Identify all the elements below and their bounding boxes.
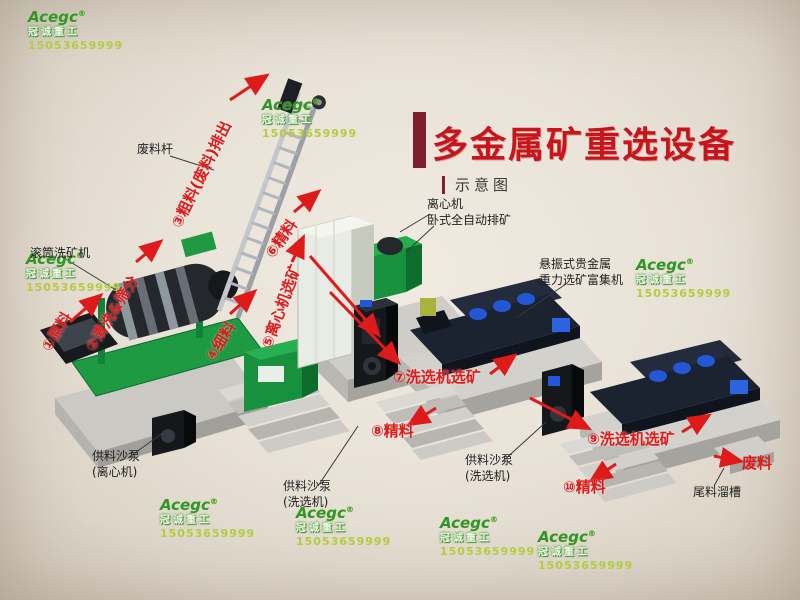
drum-washer-machine	[40, 231, 263, 397]
brand-company: 冠诚重工	[160, 514, 212, 526]
ladder-conveyor	[216, 78, 326, 319]
subtitle-text: 示意图	[455, 176, 513, 194]
brand-phone: 15053659999	[538, 559, 634, 573]
brand-company: 冠诚重工	[636, 274, 688, 286]
brand-phone: 15053659999	[440, 545, 536, 559]
label-drum-washer: 滚筒洗矿机	[30, 246, 91, 260]
brand-company: 冠诚重工	[296, 522, 348, 534]
brand-logo: Acegc®	[440, 514, 498, 532]
subtitle-divider	[442, 175, 445, 194]
watermark-bottom-left: Acegc® 冠诚重工 15053659999	[160, 496, 255, 541]
feed-pump-centrifuge	[152, 410, 196, 456]
watermark-top-left: Acegc® 冠诚重工 15053659999	[28, 8, 123, 53]
brand-company: 冠诚重工	[262, 114, 314, 126]
watermark-bottom-right: Acegc® 冠诚重工 15053659999	[538, 528, 633, 573]
title-accent-bar	[413, 112, 426, 168]
subtitle: 示意图	[442, 174, 512, 195]
label-waste-output: 废料	[742, 454, 773, 472]
brand-company: 冠诚重工	[28, 26, 80, 38]
label-waste-rod: 废料杆	[137, 142, 174, 156]
shaker-table-2	[590, 340, 760, 436]
leader-lines	[63, 155, 725, 487]
brand-company: 冠诚重工	[440, 532, 492, 544]
flow-step-9: ⑨洗选机选矿	[587, 430, 675, 448]
brand-phone: 15053659999	[28, 39, 124, 53]
brand-logo: Acegc®	[26, 250, 84, 268]
brand-logo: Acegc®	[296, 504, 354, 522]
brand-logo: Acegc®	[538, 528, 596, 546]
watermark-bottom-center-1: Acegc® 冠诚重工 15053659999	[296, 504, 391, 549]
watermark-left-middle: Acegc® 冠诚重工 15053659999	[26, 250, 121, 295]
flow-step-10: ⑩精料	[563, 478, 606, 496]
brand-logo: Acegc®	[28, 8, 86, 26]
brand-phone: 15053659999	[296, 535, 392, 549]
label-pump-washer-b: 供料沙泵 (洗选机)	[465, 453, 514, 484]
brand-phone: 15053659999	[160, 527, 256, 541]
brand-phone: 15053659999	[262, 127, 358, 141]
brand-logo: Acegc®	[636, 256, 694, 274]
label-pump-centrifuge: 供料沙泵 (离心机)	[92, 449, 141, 480]
watermark-bottom-center-2: Acegc® 冠诚重工 15053659999	[440, 514, 535, 559]
watermark-top-center: Acegc® 冠诚重工 15053659999	[262, 96, 357, 141]
feed-pump-washer-b	[542, 364, 584, 436]
label-centrifuge: 离心机 卧式全自动排矿	[427, 197, 512, 228]
brand-company: 冠诚重工	[538, 546, 590, 558]
shaker-table-1	[410, 278, 580, 376]
brand-phone: 15053659999	[636, 287, 732, 301]
watermark-right-middle: Acegc® 冠诚重工 15053659999	[636, 256, 731, 301]
flow-step-8: ⑧精料	[371, 422, 414, 440]
brand-phone: 15053659999	[26, 281, 122, 295]
label-tailings-chute: 尾料溜槽	[693, 485, 742, 499]
brand-company: 冠诚重工	[26, 268, 78, 280]
centrifuge-machine	[244, 215, 422, 412]
brand-logo: Acegc®	[262, 96, 320, 114]
label-pump-washer-a: 供料沙泵 (洗选机)	[283, 479, 332, 510]
flow-arrows	[69, 73, 745, 483]
flow-step-7: ⑦洗选机选矿	[393, 368, 481, 386]
brand-logo: Acegc®	[160, 496, 218, 514]
page-title: 多金属矿重选设备	[432, 125, 737, 166]
feed-pump-washer-a	[354, 298, 398, 388]
label-shaker: 悬振式贵金属 重力选矿富集机	[539, 257, 624, 288]
